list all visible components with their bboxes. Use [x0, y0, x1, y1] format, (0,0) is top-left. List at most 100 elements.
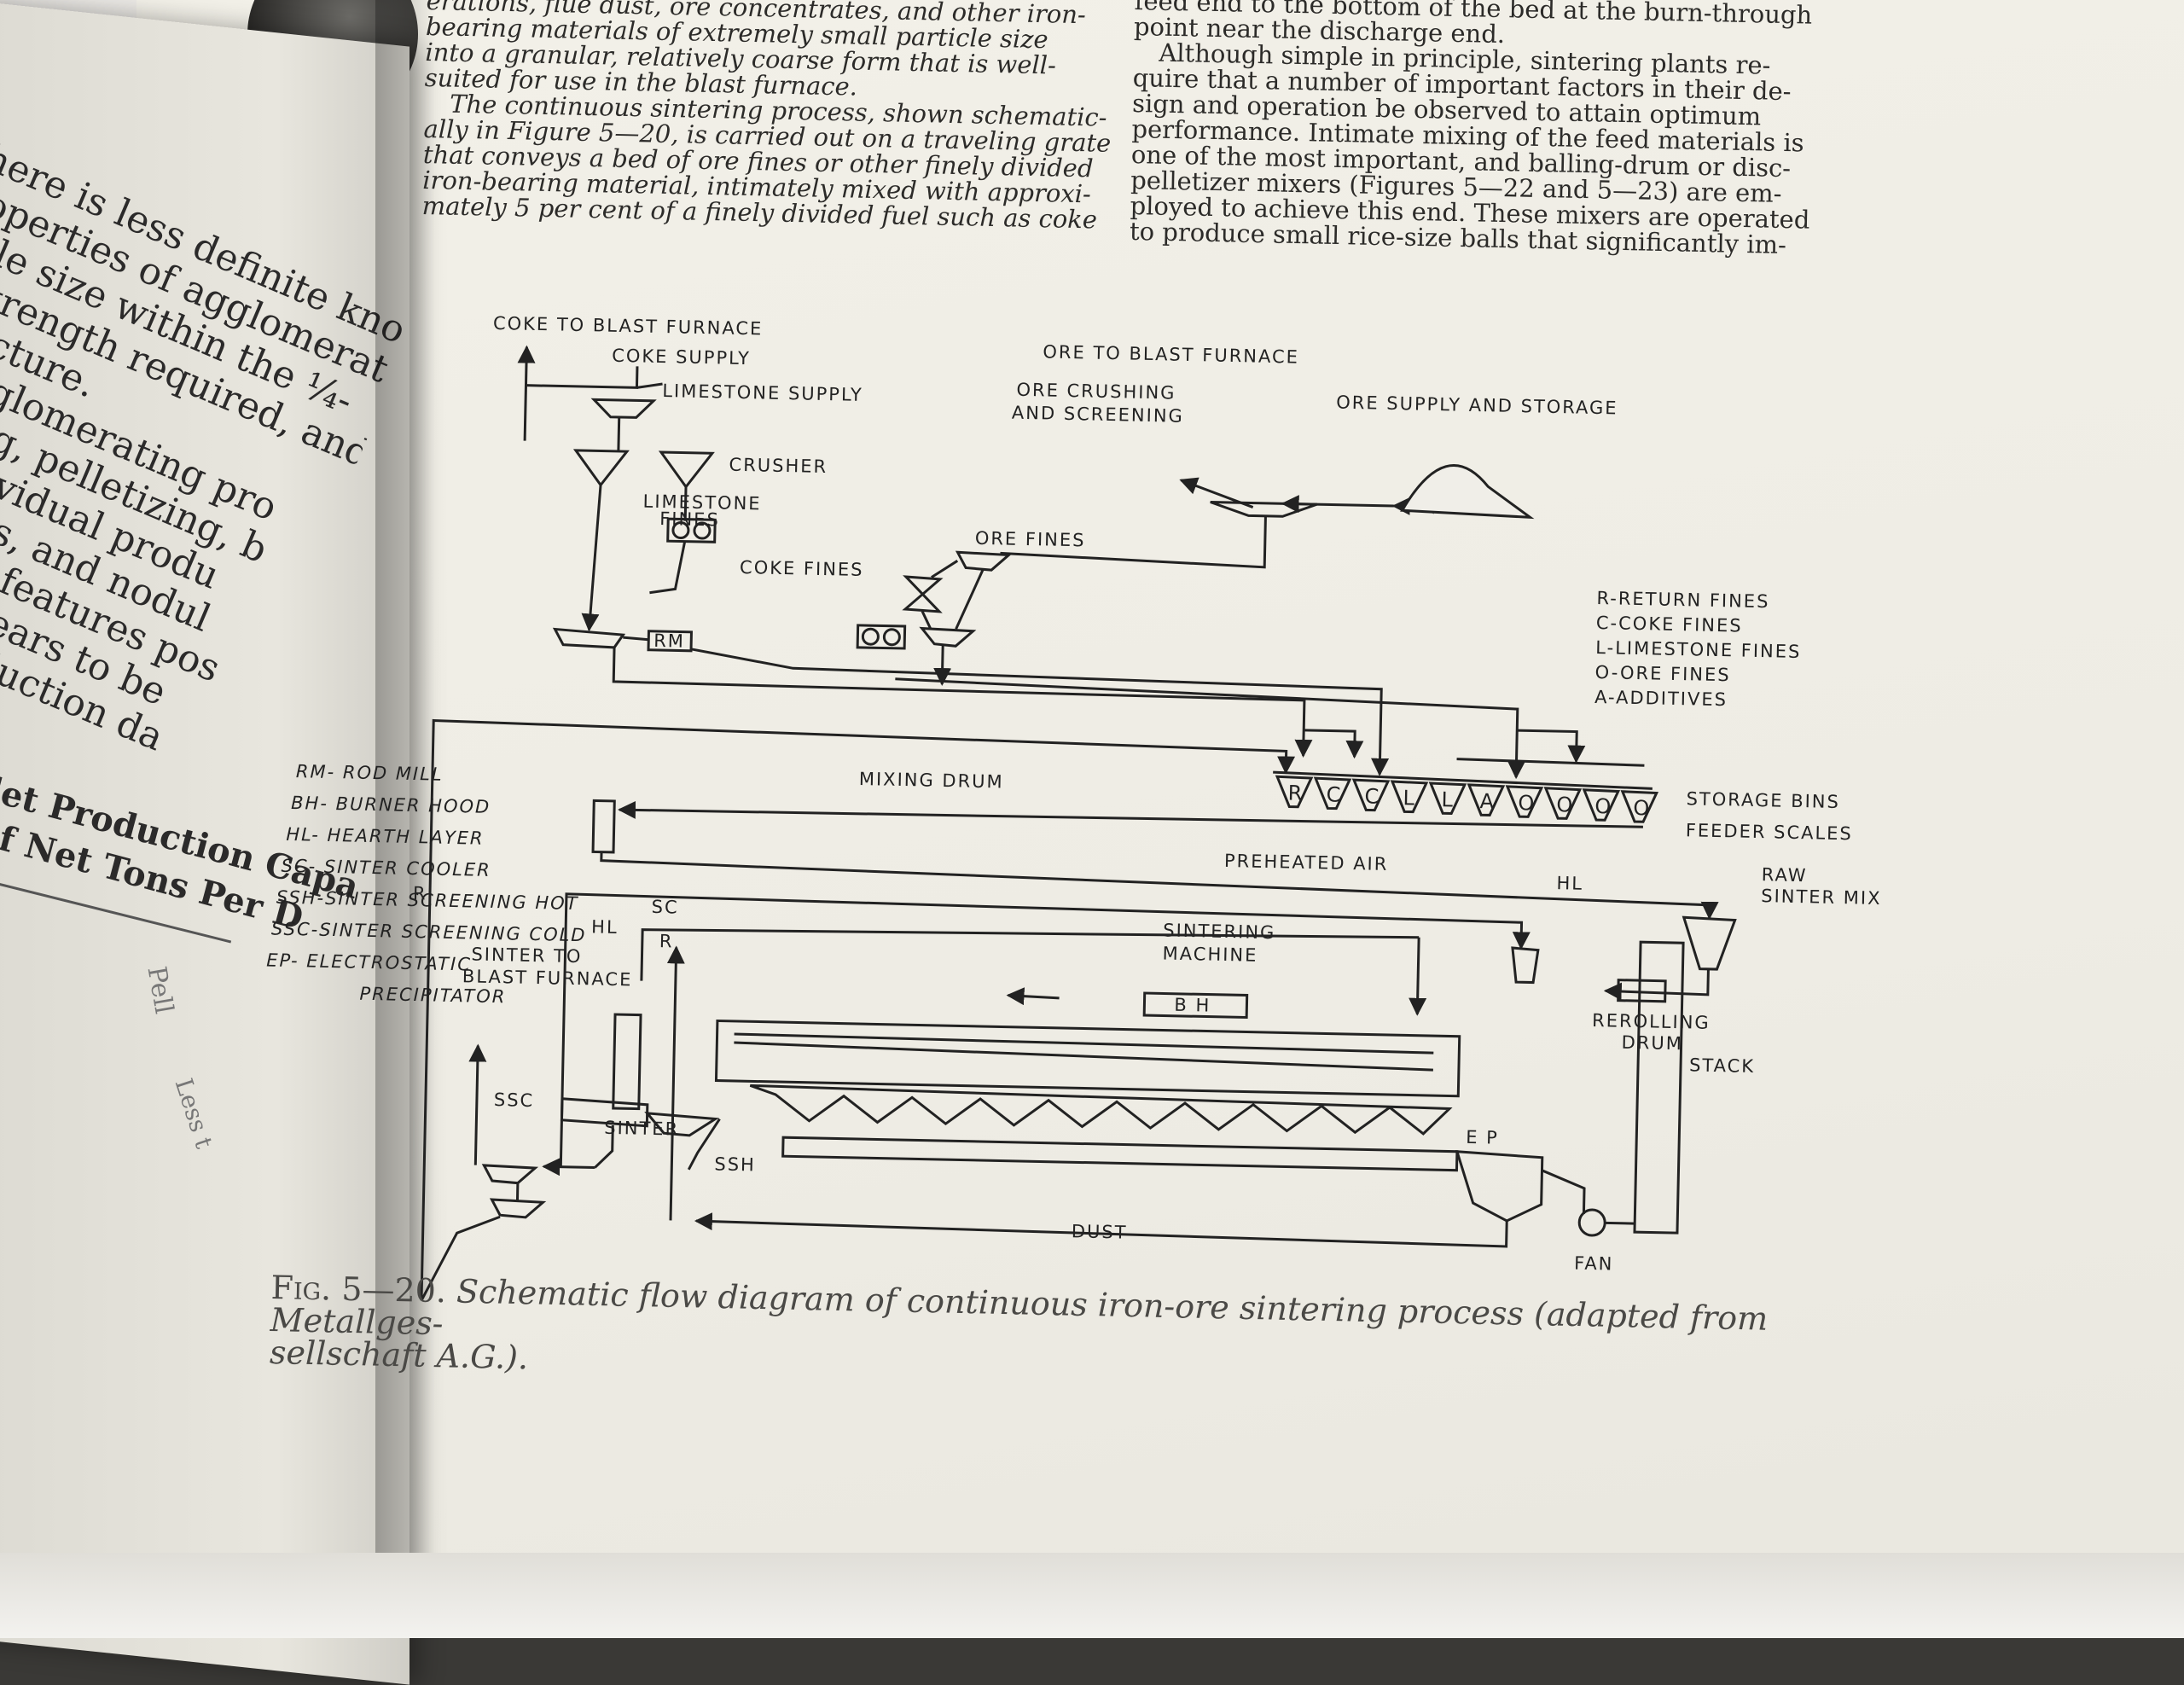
- fan-icon: [1579, 1210, 1606, 1236]
- label-rerolling-1: REROLLING: [1592, 1010, 1711, 1033]
- label-crusher: CRUSHER: [729, 455, 828, 477]
- main-duct: [783, 1137, 1457, 1171]
- grate-line: [735, 1034, 1434, 1053]
- screen-icon: [957, 552, 1008, 570]
- label-sc: SC: [651, 897, 678, 918]
- label-ore-crushing-2: AND SCREENING: [1012, 403, 1184, 427]
- mixing-drum-icon: [593, 800, 614, 851]
- label-coke-fines: COKE FINES: [740, 557, 864, 580]
- flow-line: [601, 852, 1711, 918]
- label-mixing-drum: MIXING DRUM: [859, 769, 1004, 793]
- crusher-box: [857, 625, 905, 648]
- flow-line: [1456, 759, 1644, 766]
- bin-letter: C: [1364, 784, 1379, 808]
- grate-line: [734, 1043, 1433, 1070]
- bin-letter: O: [1518, 791, 1534, 815]
- flow-line: [623, 637, 648, 640]
- label-hl-right: HL: [1556, 873, 1583, 894]
- label-ore-crushing-1: ORE CRUSHING: [1016, 380, 1176, 404]
- label-r-mid: R: [659, 931, 674, 951]
- flow-line: [1008, 996, 1060, 998]
- legend-item: SSH-SINTER SCREENING HOT: [276, 887, 579, 914]
- label-rerolling-2: DRUM: [1621, 1032, 1683, 1055]
- cooler-tower: [613, 1014, 641, 1109]
- legend-item: RM- ROD MILL: [296, 761, 444, 785]
- flow-line: [956, 569, 983, 630]
- ore-pile-icon: [1403, 464, 1531, 517]
- screen-icon: [921, 628, 973, 646]
- flow-line: [421, 720, 1287, 1318]
- label-dust: DUST: [1072, 1221, 1128, 1242]
- bin-letter: O: [1594, 794, 1611, 818]
- sintering-flow-diagram: R C C L L A O O O O COKE TO BLAST FURNAC…: [233, 239, 1962, 1384]
- bin-letter: A: [1479, 789, 1495, 813]
- legend-item: EP- ELECTROSTATIC: [266, 950, 472, 974]
- legend-item: L-LIMESTONE FINES: [1595, 637, 1802, 662]
- label-coke-to-bf: COKE TO BLAST FURNACE: [493, 313, 764, 340]
- label-hl-left: HL: [591, 916, 619, 938]
- flow-line: [1283, 503, 1394, 506]
- flow-line: [636, 383, 662, 388]
- legend-item: O-ORE FINES: [1594, 662, 1730, 685]
- flow-line: [688, 649, 1382, 775]
- flow-line: [671, 948, 677, 1221]
- hopper-icon: [1682, 917, 1734, 969]
- label-sintering-2: MACHINE: [1162, 943, 1258, 965]
- ssc-screen-icon: [484, 1165, 535, 1183]
- flow-line: [526, 364, 636, 388]
- flow-line: [642, 921, 1419, 997]
- legend-item: HL- HEARTH LAYER: [286, 824, 485, 849]
- flow-line: [893, 679, 1518, 777]
- legend-item: R-RETURN FINES: [1596, 588, 1769, 612]
- label-sintering-1: SINTERING: [1163, 920, 1276, 943]
- label-ssc: SSC: [494, 1089, 535, 1111]
- flow-line: [1417, 938, 1419, 1014]
- label-stack: STACK: [1689, 1055, 1755, 1077]
- label-sinter: SINTER: [604, 1118, 679, 1140]
- hopper-icon: [575, 450, 627, 485]
- label-rm: RM: [653, 630, 685, 652]
- flow-line: [525, 347, 526, 441]
- flow-line: [589, 485, 601, 630]
- sintering-machine: [716, 1021, 1459, 1096]
- bin-letter: L: [1441, 787, 1454, 811]
- page-bottom-edge: [0, 1553, 2184, 1638]
- flow-line: [922, 611, 931, 628]
- ssc-screen-icon: [491, 1200, 543, 1217]
- legend-item: C-COKE FINES: [1596, 613, 1743, 636]
- hopper-icon: [594, 399, 653, 417]
- label-storage-bins: STORAGE BINS: [1686, 788, 1840, 812]
- roll-icon: [863, 629, 878, 644]
- caption-text-2: sellschaft A.G.).: [270, 1333, 529, 1376]
- bin-letter: O: [1633, 796, 1649, 820]
- roll-icon: [884, 630, 899, 645]
- electrostatic-precipitator: [1455, 1152, 1542, 1222]
- flow-line: [475, 1046, 478, 1165]
- label-limestone-fines-2: FINES: [659, 508, 720, 530]
- flow-line: [543, 1166, 595, 1167]
- label-ore-to-bf: ORE TO BLAST FURNACE: [1043, 341, 1299, 367]
- label-fan: FAN: [1574, 1253, 1614, 1275]
- text-column-right: feed end to the bottom of the bed at the…: [1130, 0, 1817, 259]
- bin-letter: C: [1326, 782, 1340, 806]
- flow-line: [942, 646, 943, 684]
- label-sinter-to-1: SINTER TO: [471, 944, 582, 967]
- flow-line: [1517, 730, 1577, 761]
- flow-line: [649, 541, 684, 594]
- legend-item: A-ADDITIVES: [1594, 687, 1728, 710]
- legend-right: R-RETURN FINES C-COKE FINES L-LIMESTONE …: [1594, 588, 1803, 712]
- label-coke-supply: COKE SUPPLY: [612, 346, 751, 369]
- bin-letter: R: [1287, 781, 1302, 805]
- label-limestone-supply: LIMESTONE SUPPLY: [662, 381, 863, 405]
- legend-item: SSC-SINTER SCREENING COLD: [271, 919, 587, 946]
- hopper-icon: [660, 452, 712, 487]
- legend-item: PRECIPITATOR: [359, 984, 506, 1008]
- text-column-left: erations, flue dust, ore concentrates, a…: [421, 0, 1108, 233]
- stack: [1635, 942, 1683, 1233]
- label-ore-supply: ORE SUPPLY AND STORAGE: [1336, 392, 1618, 419]
- label-bh: B H: [1174, 995, 1211, 1016]
- label-preheated-air: PREHEATED AIR: [1224, 851, 1389, 874]
- legend-item: BH- BURNER HOOD: [291, 793, 491, 817]
- flow-line: [1541, 1171, 1584, 1214]
- label-feeder-scales: FEEDER SCALES: [1686, 820, 1853, 844]
